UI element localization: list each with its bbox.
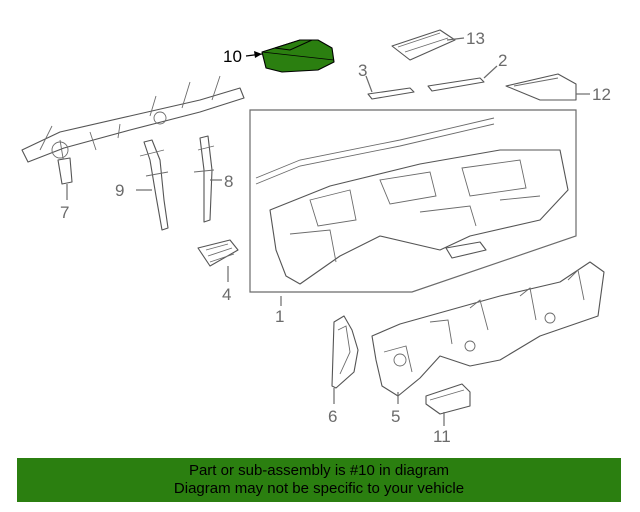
part-7 bbox=[21, 75, 245, 185]
callout-1: 1 bbox=[275, 307, 284, 326]
callout-5: 5 bbox=[391, 407, 400, 426]
callout-8: 8 bbox=[224, 172, 233, 191]
callout-11: 11 bbox=[433, 427, 451, 446]
callout-6: 6 bbox=[328, 407, 337, 426]
part-13 bbox=[391, 29, 456, 61]
callout-13: 13 bbox=[466, 29, 485, 48]
callout-2: 2 bbox=[498, 51, 507, 70]
notice-line-2: Diagram may not be specific to your vehi… bbox=[173, 480, 465, 497]
exploded-parts-diagram: 10 13 3 2 12 7 9 8 bbox=[21, 29, 611, 446]
part-12 bbox=[505, 73, 577, 101]
notice-line-1: Part or sub-assembly is #10 in diagram bbox=[188, 462, 450, 479]
callout-3: 3 bbox=[358, 61, 367, 80]
fitment-notice-banner: Part or sub-assembly is #10 in diagram D… bbox=[17, 458, 621, 502]
callout-12: 12 bbox=[592, 85, 611, 104]
callout-7: 7 bbox=[60, 203, 69, 222]
callout-10: 10 bbox=[223, 47, 242, 66]
part-2 bbox=[427, 77, 485, 92]
part-1-box bbox=[249, 109, 577, 293]
part-9 bbox=[139, 139, 169, 231]
callout-4: 4 bbox=[222, 285, 231, 304]
part-4 bbox=[197, 239, 239, 267]
part-11 bbox=[425, 383, 471, 415]
part-6 bbox=[331, 315, 359, 389]
part-8 bbox=[193, 135, 215, 223]
callout-9: 9 bbox=[115, 181, 124, 200]
part-3 bbox=[367, 87, 415, 100]
part-5 bbox=[371, 261, 605, 397]
part-10-highlighted[interactable] bbox=[261, 39, 335, 73]
